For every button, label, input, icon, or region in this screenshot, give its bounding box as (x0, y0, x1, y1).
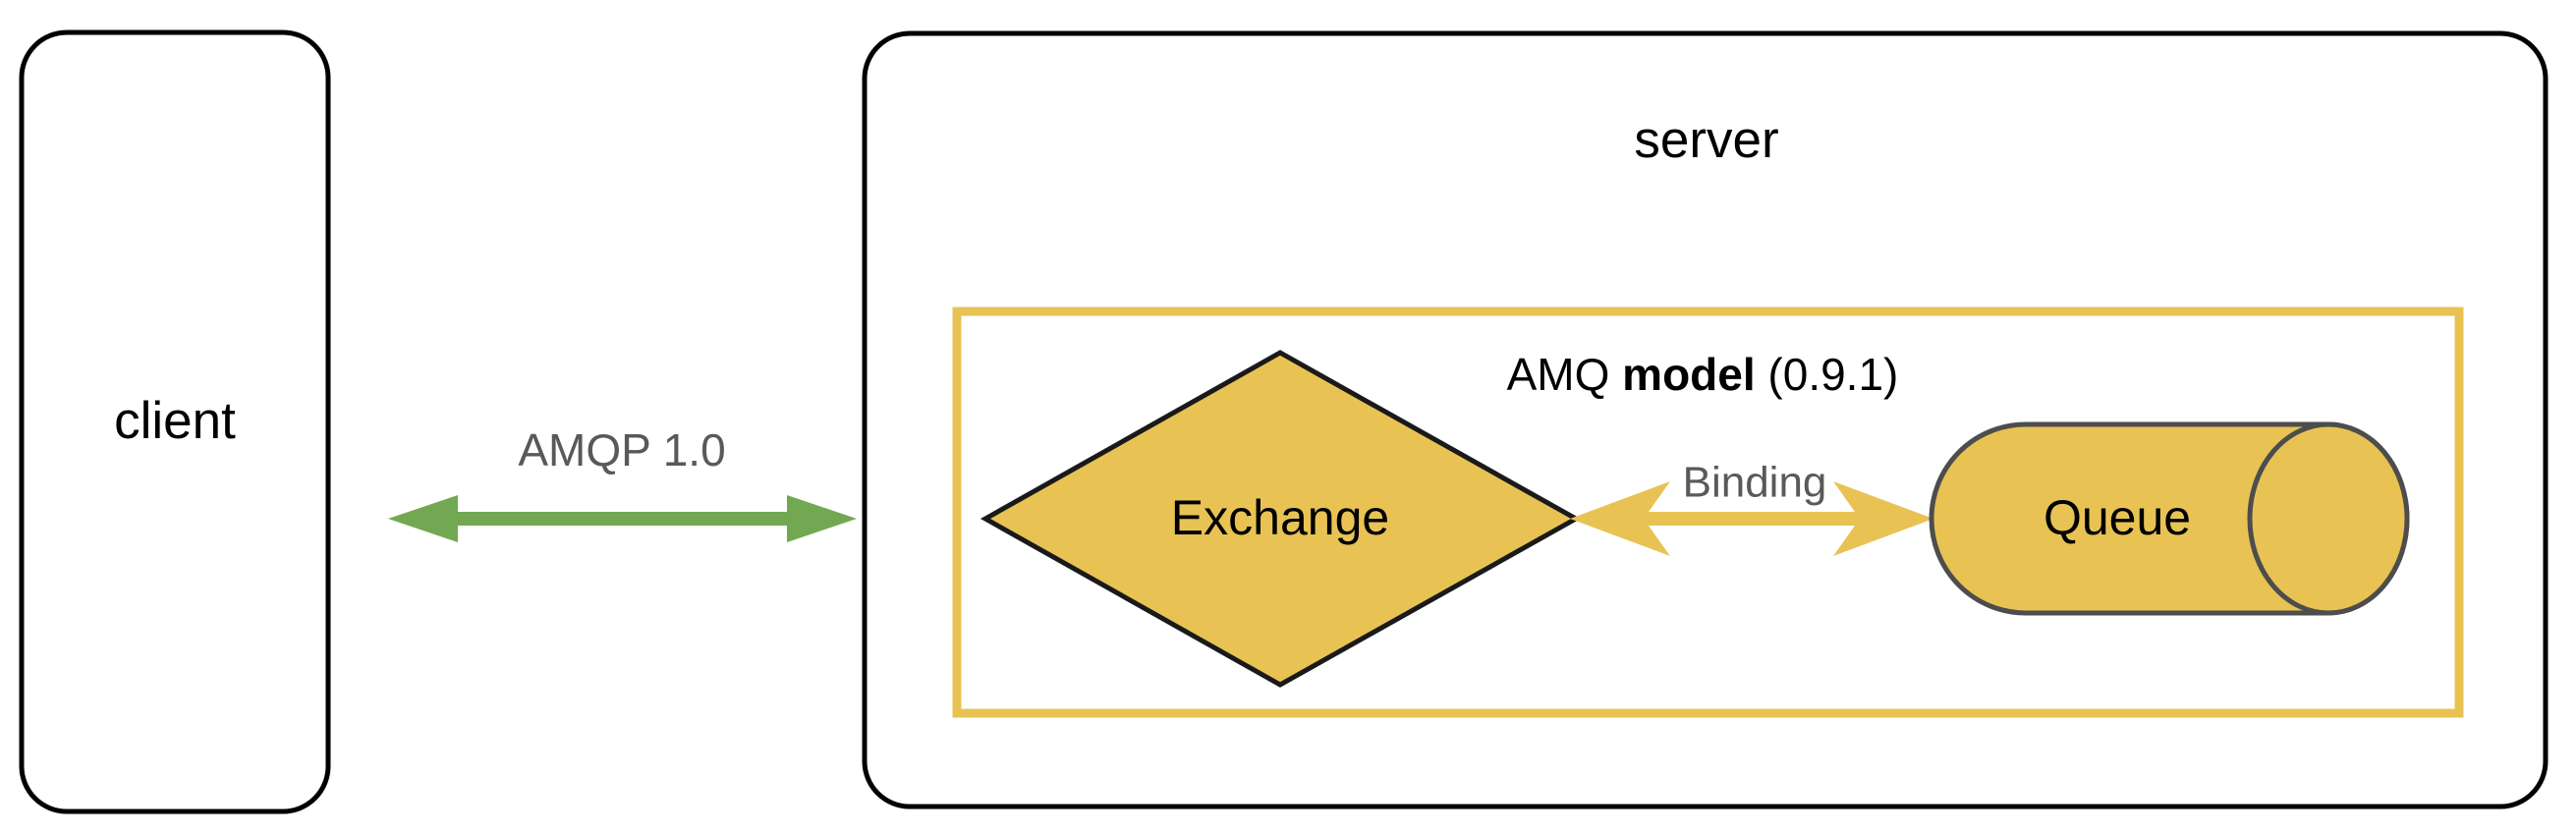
binding-link-label: Binding (1683, 459, 1827, 507)
queue-node[interactable]: Queue (1929, 421, 2410, 616)
amqp-arrow-shaft (447, 512, 801, 526)
binding-arrow-shaft (1631, 512, 1876, 526)
binding-arrowhead-right-icon (1833, 481, 1933, 556)
amq-model-label: AMQ model (0.9.1) (1507, 349, 1899, 400)
amqp-arrowhead-right-icon (787, 495, 857, 542)
amq-model-label-bold: model (1622, 349, 1755, 400)
server-label: server (1634, 111, 1778, 169)
client-node[interactable]: client (19, 29, 331, 814)
binding-link-connector[interactable]: Binding (1570, 459, 1933, 556)
queue-cylinder-cap (2247, 421, 2410, 616)
amq-model-label-suffix: (0.9.1) (1756, 349, 1899, 400)
amqp-link-label: AMQP 1.0 (518, 424, 725, 475)
amqp-arrowhead-left-icon (388, 495, 458, 542)
amq-model-label-prefix: AMQ (1507, 349, 1623, 400)
exchange-node[interactable]: Exchange (980, 350, 1582, 688)
queue-label: Queue (2044, 490, 2191, 545)
amqp-link-connector[interactable]: AMQP 1.0 (388, 424, 857, 542)
client-box[interactable] (19, 29, 331, 814)
binding-arrowhead-left-icon (1570, 481, 1670, 556)
client-label: client (114, 392, 236, 450)
exchange-label: Exchange (1171, 490, 1389, 545)
